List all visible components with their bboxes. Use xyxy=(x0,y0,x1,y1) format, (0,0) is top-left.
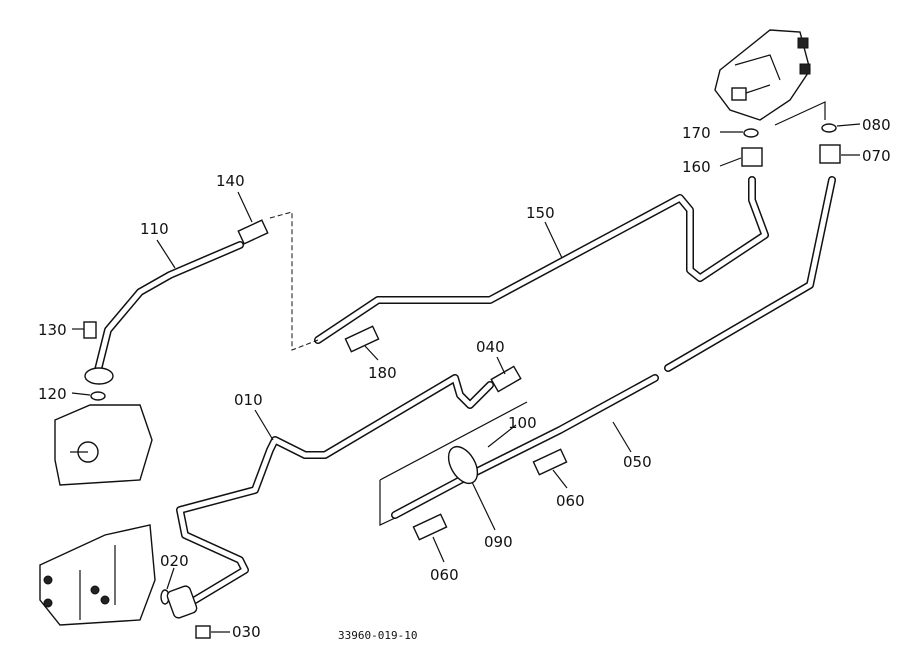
pipe-150 xyxy=(314,176,769,344)
pipe-050 xyxy=(391,176,836,519)
leader-140 xyxy=(269,211,319,351)
diagram-code: 33960-019-10 xyxy=(338,629,417,642)
label-170: 170 xyxy=(682,124,711,142)
leader-lines xyxy=(71,123,861,633)
pipe-110 xyxy=(94,241,244,374)
label-160: 160 xyxy=(682,158,711,176)
label-080: 080 xyxy=(862,116,891,134)
label-130: 130 xyxy=(38,321,67,339)
label-110: 110 xyxy=(140,220,169,238)
label-090: 090 xyxy=(484,533,513,551)
label-060-b: 060 xyxy=(430,566,459,584)
oring-120 xyxy=(90,391,106,401)
sleeve-180 xyxy=(344,325,380,353)
flange-010 xyxy=(166,585,198,619)
fitting-160 xyxy=(741,147,763,167)
label-060-a: 060 xyxy=(556,492,585,510)
clamp-090 xyxy=(447,445,479,485)
oring-080 xyxy=(821,123,837,133)
fitting-140 xyxy=(237,219,269,245)
label-040: 040 xyxy=(476,338,505,356)
label-120: 120 xyxy=(38,385,67,403)
pipe-010 xyxy=(176,374,494,604)
bracket-080 xyxy=(774,101,826,126)
label-180: 180 xyxy=(368,364,397,382)
label-150: 150 xyxy=(526,204,555,222)
label-100: 100 xyxy=(508,414,537,432)
label-050: 050 xyxy=(623,453,652,471)
pump-upper xyxy=(54,404,153,486)
sleeve-060-a xyxy=(532,448,568,476)
bolt-130 xyxy=(83,321,97,339)
label-030: 030 xyxy=(232,623,261,641)
fitting-070 xyxy=(819,144,841,164)
label-020: 020 xyxy=(160,552,189,570)
label-010: 010 xyxy=(234,391,263,409)
control-valve xyxy=(714,29,811,121)
label-070: 070 xyxy=(862,147,891,165)
fitting-040 xyxy=(490,365,522,393)
bolt-030 xyxy=(195,625,211,639)
bracket-050 xyxy=(379,401,528,526)
label-140: 140 xyxy=(216,172,245,190)
sleeve-060-b xyxy=(412,513,448,541)
pump-lower xyxy=(39,524,156,626)
flange-110 xyxy=(84,367,114,385)
oring-170 xyxy=(743,128,759,138)
